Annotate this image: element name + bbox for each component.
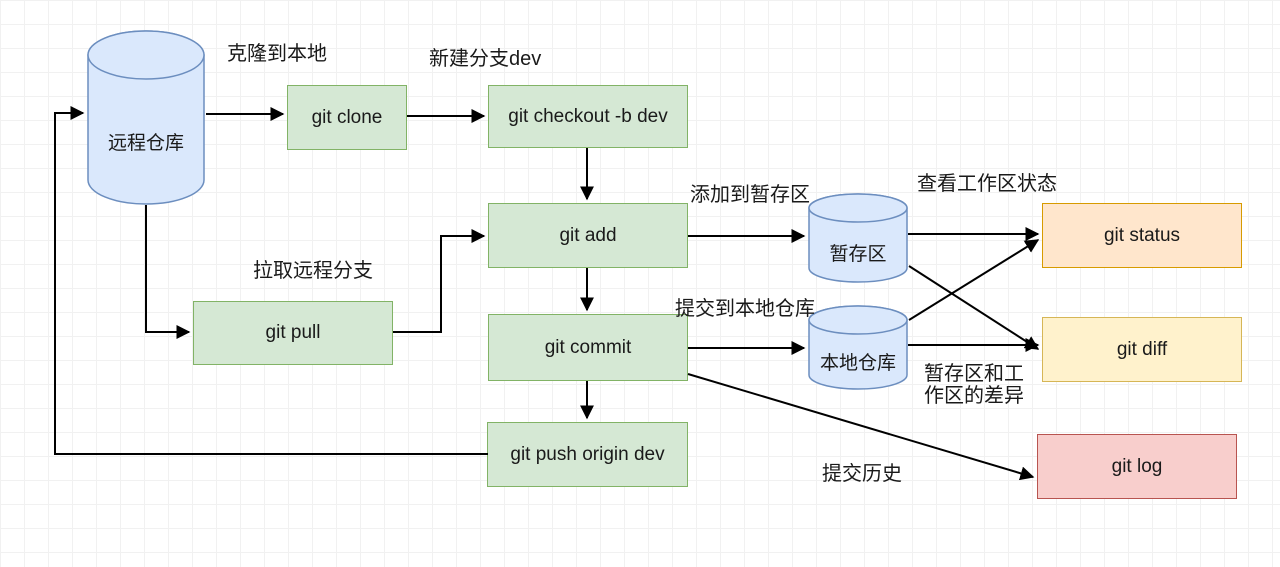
annotation-staging-vs-workspace-diff-line2: 作区的差异 [924, 385, 1024, 407]
node-git-push-label: git push origin dev [510, 443, 665, 465]
node-git-checkout: git checkout -b dev [488, 85, 688, 148]
node-git-clone-label: git clone [311, 106, 383, 128]
node-git-status-label: git status [1103, 224, 1181, 246]
node-git-pull-label: git pull [265, 322, 321, 343]
node-git-pull: git pull [193, 301, 393, 365]
annotation-commit-to-local-repo: 提交到本地仓库 [675, 298, 815, 320]
node-git-diff-label: git diff [1116, 338, 1168, 360]
arrow-pull-to-add [393, 229, 486, 333]
annotation-clone-to-local: 克隆到本地 [227, 43, 327, 65]
annotation-add-to-staging: 添加到暂存区 [690, 184, 810, 206]
annotation-view-workspace-status: 查看工作区状态 [917, 173, 1057, 195]
node-git-diff: git diff [1042, 317, 1242, 382]
arrow-local-to-status [908, 239, 1040, 321]
arrow-staging-to-diff [908, 265, 1040, 350]
node-git-log-label: git log [1111, 455, 1163, 477]
node-git-checkout-label: git checkout -b dev [508, 105, 668, 127]
node-staging-area-label: 暂存区 [829, 243, 887, 265]
node-git-push: git push origin dev [487, 422, 688, 487]
annotation-new-branch-dev: 新建分支dev [429, 48, 542, 70]
node-git-status: git status [1042, 203, 1242, 268]
annotation-commit-history: 提交历史 [822, 463, 902, 485]
node-remote-repo-label: 远程仓库 [107, 133, 184, 154]
annotation-pull-remote-branch: 拉取远程分支 [253, 260, 373, 282]
annotation-staging-vs-workspace-diff: 暂存区和工 作区的差异 [924, 363, 1036, 407]
arrow-remote-to-pull [145, 205, 191, 339]
node-local-repo: 本地仓库 [808, 305, 908, 390]
node-remote-repo: 远程仓库 [87, 30, 205, 205]
node-git-commit: git commit [488, 314, 688, 381]
annotation-staging-vs-workspace-diff-line1: 暂存区和工 [924, 363, 1024, 385]
cylinder-icon [808, 193, 908, 283]
node-git-add-label: git add [559, 224, 617, 246]
node-staging-area: 暂存区 [808, 193, 908, 283]
node-git-log: git log [1037, 434, 1237, 499]
node-local-repo-label: 本地仓库 [819, 353, 896, 374]
node-git-commit-label: git commit [544, 336, 632, 358]
node-git-add: git add [488, 203, 688, 268]
node-git-clone: git clone [287, 85, 407, 150]
